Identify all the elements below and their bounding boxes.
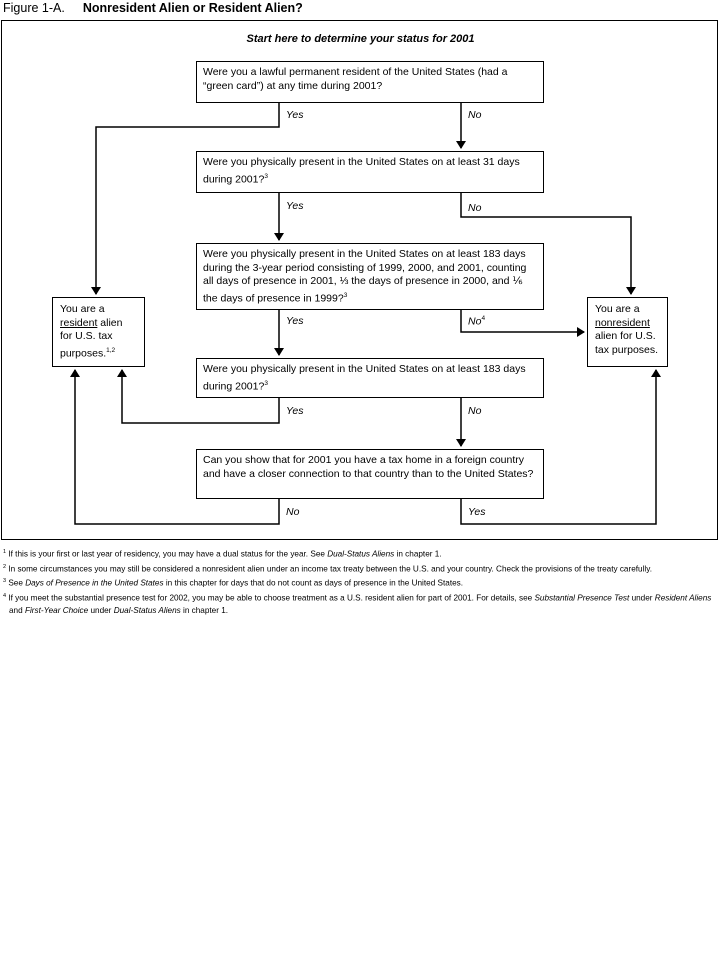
footnote-text: and: [9, 605, 25, 615]
footnote-reference: Resident Aliens: [654, 593, 712, 603]
outcome-nonresident-keyword: nonresident: [595, 316, 650, 329]
outcome-nonresident-alien: You are a nonresident alien for U.S. tax…: [587, 297, 668, 367]
label-q2-yes: Yes: [286, 200, 304, 212]
label-q3-no-footnote-ref: 4: [481, 315, 486, 322]
label-q5-yes: Yes: [468, 506, 486, 518]
label-q1-no: No: [468, 109, 482, 121]
question-green-card-text: Were you a lawful permanent resident of …: [203, 66, 508, 92]
label-q3-no: No4: [468, 315, 485, 328]
question-183-days-2001: Were you physically present in the Unite…: [196, 358, 544, 398]
question-183-days-3-year-text: Were you physically present in the Unite…: [203, 248, 527, 304]
arrow-q5-yes: [460, 369, 661, 525]
footnotes: 1 If this is your first or last year of …: [3, 546, 717, 617]
label-q3-yes: Yes: [286, 315, 304, 327]
footnote-text: See: [8, 579, 26, 589]
outcome-resident-footnote-refs: 1,2: [106, 346, 116, 354]
label-q3-no-text: No: [468, 315, 482, 328]
question-31-days: Were you physically present in the Unite…: [196, 151, 544, 193]
footnote-text: If you meet the substantial presence tes…: [8, 593, 535, 603]
footnote-text: under: [88, 605, 114, 615]
footnote-text: In some circumstances you may still be c…: [8, 564, 652, 574]
footnote-number: 3: [3, 578, 7, 585]
question-closer-connection-text: Can you show that for 2001 you have a ta…: [203, 454, 534, 480]
footnote-number: 4: [3, 593, 7, 600]
outcome-resident-post: alien for U.S. tax purposes.: [60, 316, 123, 360]
label-q2-no: No: [468, 202, 482, 214]
figure-title: Figure 1-A. Nonresident Alien or Resident…: [3, 1, 303, 15]
start-instruction: Start here to determine your status for …: [246, 33, 475, 45]
figure-name: Nonresident Alien or Resident Alien?: [82, 1, 303, 15]
flowchart-frame: [1, 20, 718, 540]
footnote-number: 2: [3, 563, 7, 570]
footnote: 1 If this is your first or last year of …: [3, 546, 717, 561]
question-183-days-3-year-footnote-ref: 3: [343, 291, 348, 299]
outcome-resident-alien: You are a resident alien for U.S. tax pu…: [52, 297, 145, 367]
footnote-text: If this is your first or last year of re…: [8, 549, 328, 559]
outcome-nonresident-post: alien for U.S. tax purposes.: [595, 330, 659, 356]
arrow-q2-no: [460, 193, 636, 295]
footnote-reference: First-Year Choice: [24, 605, 89, 615]
footnote-text: in chapter 1.: [394, 549, 442, 559]
footnote: 3 See Days of Presence in the United Sta…: [3, 575, 717, 590]
footnote-reference: Substantial Presence Test: [534, 593, 630, 603]
question-183-days-2001-text: Were you physically present in the Unite…: [203, 363, 526, 392]
footnote-reference: Days of Presence in the United States: [25, 579, 164, 589]
footnote-text: under: [629, 593, 655, 603]
outcome-resident-keyword: resident: [60, 316, 98, 329]
footnote: 2 In some circumstances you may still be…: [3, 561, 717, 576]
figure-number: Figure 1-A.: [3, 1, 65, 15]
question-31-days-text: Were you physically present in the Unite…: [203, 156, 520, 185]
question-31-days-footnote-ref: 3: [264, 172, 268, 180]
arrow-q1-yes: [91, 103, 280, 295]
outcome-resident-pre: You are a: [60, 303, 105, 315]
arrow-q3-no: [460, 310, 585, 337]
arrow-q4-yes: [117, 369, 280, 424]
footnote-number: 1: [3, 549, 7, 555]
question-183-days-2001-footnote-ref: 3: [264, 379, 268, 387]
label-q5-no: No: [286, 506, 300, 518]
footnote-text: in this chapter for days that do not cou…: [163, 579, 464, 589]
label-q1-yes: Yes: [286, 109, 304, 121]
outcome-nonresident-pre: You are a: [595, 303, 640, 315]
footnote-reference: Dual-Status Aliens: [113, 605, 181, 615]
question-183-days-3-year: Were you physically present in the Unite…: [196, 243, 544, 310]
label-q4-yes: Yes: [286, 405, 304, 417]
footnote-text: in chapter 1.: [180, 605, 229, 615]
footnote: 4 If you meet the substantial presence t…: [3, 590, 717, 617]
arrow-q5-no: [70, 369, 280, 525]
question-closer-connection: Can you show that for 2001 you have a ta…: [196, 449, 544, 499]
question-green-card: Were you a lawful permanent resident of …: [196, 61, 544, 103]
footnote-reference: Dual-Status Aliens: [327, 549, 395, 559]
label-q4-no: No: [468, 405, 482, 417]
